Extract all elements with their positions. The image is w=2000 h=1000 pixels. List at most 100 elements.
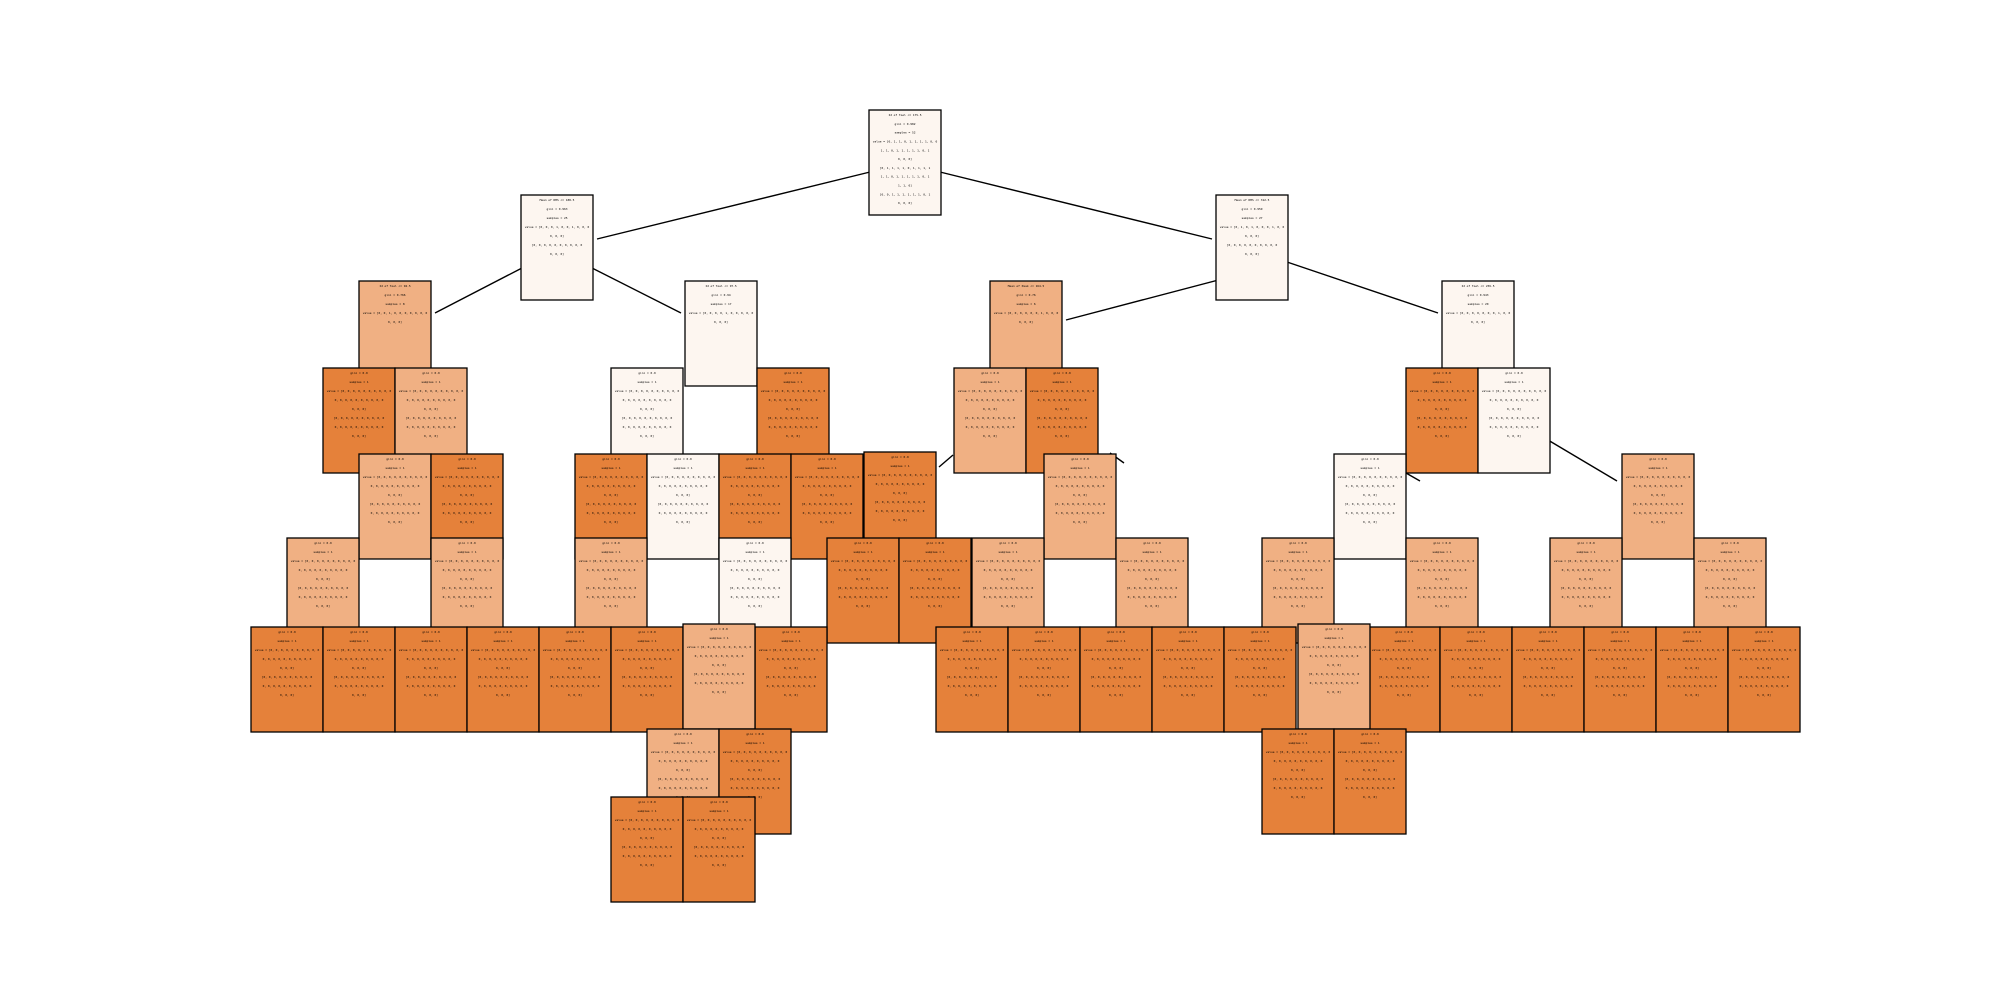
node-text-line: 0, 0, 0, 0, 0, 0, 0, 0, 0, 0 [695,827,744,831]
node-text-line: 0, 0, 0, 0, 0, 0, 0, 0, 0, 0 [623,684,672,688]
node-text-line: gini = 0.76 [1016,293,1035,297]
node-text-line: 0, 0, 0] [1651,520,1665,524]
node-text-line: 0, 0, 0] [1651,493,1665,497]
node-text-line: [0, 0, 0, 0, 0, 0, 0, 0, 0, 0 [1127,586,1178,590]
node-text-line: [0, 0, 0, 0, 0, 0, 0, 0, 0, 0 [1633,502,1684,506]
node-text-line: [0, 0, 0, 0, 0, 0, 0, 0, 0, 0 [1523,675,1574,679]
node-text-line: 0, 0, 0, 0, 0, 0, 0, 0, 0, 0 [731,568,780,572]
node-text-line: samples = 1 [1504,380,1523,384]
node-text-line: gini = 0.0 [926,541,944,545]
node-text-line: 0, 0, 0] [714,320,728,324]
node-text-line: 0, 0, 0] [1327,690,1341,694]
node-text-line: value = [0, 0, 0, 0, 0, 0, 0, 0, 0, 0 [976,559,1041,563]
node-text-line: samples = 1 [1610,639,1629,643]
node-text-line: 0, 0, 0] [983,434,997,438]
node-text-line: gini = 0.0 [999,541,1017,545]
node-text-line: 0, 0, 0, 0, 0, 0, 0, 0, 0, 0 [803,511,852,515]
tree-edge [1405,472,1421,482]
node-text-line: 0, 0, 0] [1291,795,1305,799]
node-box [1223,626,1297,733]
node-text-line: 0, 0, 0] [1109,693,1123,697]
node-text-line: 0, 0, 0] [388,320,402,324]
node-text-line: 0, 0, 0] [1145,604,1159,608]
node-text-line: samples = 1 [1052,380,1071,384]
node-text-line: 0, 0, 0, 0, 0, 0, 0, 0, 0, 0 [948,684,997,688]
node-text-line: 0, 0, 0] [748,604,762,608]
node-box [610,626,684,733]
node-text-line: value = [0, 0, 0, 0, 0, 0, 0, 0, 0, 0 [723,750,788,754]
node-text-line: 0, 0, 0, 0, 0, 0, 0, 0, 0, 0 [1164,657,1213,661]
node-text-line: value = [0, 0, 0, 0, 0, 0, 0, 0, 0, 0 [363,475,428,479]
node-text-line: [0, 0, 0, 0, 0, 0, 0, 0, 0, 0 [1451,675,1502,679]
node-text-line: gini = 0.0 [1361,457,1379,461]
node-text-line: 0, 0, 0, 0, 0, 0, 0, 0, 0, 0 [1236,657,1285,661]
node-text-line: 0, 0, 0] [550,234,564,238]
node-text-line: 0, 0, 0] [1327,663,1341,667]
node-text-line: 0, 0, 0] [1037,666,1051,670]
node-text-line: 0, 0, 0, 0, 0, 0, 0, 0, 0, 0 [1740,684,1789,688]
node-text-line: value = [0, 0, 0, 0, 0, 0, 1, 0, 0, 0 [994,311,1059,315]
node-text-line: [0, 0, 0, 0, 0, 0, 0, 0, 0, 0 [1345,502,1396,506]
node-text-line: gini = 0.0 [422,371,440,375]
node-text-line: 0, 0, 0] [893,491,907,495]
node-text-line: 0, 0, 0, 0, 0, 0, 0, 0, 0, 0 [1668,684,1717,688]
node-text-line: value = [0, 0, 0, 0, 0, 0, 0, 0, 0, 0 [831,559,896,563]
node-text-line: 0, 0, 0, 0, 0, 0, 0, 0, 0, 0 [767,684,816,688]
node-text-line: 0, 0, 0, 0, 0, 0, 0, 0, 0, 0 [1310,681,1359,685]
node-text-line: gini = 0.0 [1143,541,1161,545]
node-text-line: samples = 1 [1360,741,1379,745]
node-text-line: value = [0, 0, 0, 0, 0, 0, 0, 0, 0, 0 [1516,648,1581,652]
node-text-line: samples = 1 [1250,639,1269,643]
node-text-line: [0, 0, 0, 0, 0, 0, 0, 0, 0, 0 [406,675,457,679]
node-text-line: value = [0, 0, 0, 0, 0, 0, 0, 0, 0, 0 [1698,559,1763,563]
node-text-line: 0, 0, 0, 0, 0, 0, 0, 0, 0, 0 [1562,568,1611,572]
node-text-line: samples = 1 [349,639,368,643]
node-text-line: 0, 0, 0, 0, 0, 0, 0, 0, 0, 0 [1380,657,1429,661]
node-box [826,537,900,644]
node-text-line: value = [0, 0, 0, 0, 0, 0, 0, 0, 0, 0 [1266,559,1331,563]
node-text-line: gini = 0.963 [547,207,568,211]
node-text-line: 0, 0, 0] [1469,666,1483,670]
node-text-line: 0, 0, 0] [1181,666,1195,670]
node-text-line: 0, 0, 0] [1685,693,1699,697]
node-text-line: 0, 0, 0] [1579,604,1593,608]
node-text-line: 0, 0, 0, 0, 0, 0, 0, 0, 0, 0 [1346,511,1395,515]
node-text-line: 0, 0, 0, 0, 0, 0, 0, 0, 0, 0 [1380,684,1429,688]
node-text-line: [0, 0, 0, 0, 0, 0, 0, 0, 0, 0 [550,675,601,679]
node-text-line: [0, 0, 0, 0, 0, 0, 0, 0, 0, 0 [694,672,745,676]
node-text-line: 0, 0, 0, 0, 0, 0, 0, 0, 0, 0 [623,827,672,831]
node-text-line: value = [0, 0, 0, 0, 0, 0, 0, 0, 0, 0 [1338,750,1403,754]
node-text-line: [0, 0, 0, 0, 0, 0, 0, 0, 0, 0 [658,502,709,506]
node-text-line: 0, 0, 0] [496,693,510,697]
node-text-line: samples = 1 [349,380,368,384]
node-text-line: 0, 0, 0] [352,407,366,411]
node-text-line: 0, 0, 0] [1291,577,1305,581]
node-text-line: 0, 0, 0, 0, 0, 0, 0, 0, 0, 0 [335,684,384,688]
node-text-line: 0, 0, 0] [640,863,654,867]
node-text-line: samples = 1 [1648,466,1667,470]
node-text-line: Mean of RMS <= 312.5 [1235,198,1270,202]
node-text-line: 0, 0, 0] [1363,795,1377,799]
node-text-line: 0, 0, 0] [1001,577,1015,581]
node-text-line: value = [0, 0, 0, 0, 0, 0, 0, 0, 0, 0 [291,559,356,563]
node-text-line: gini = 0.0 [981,371,999,375]
node-text-line: gini = 0.0 [1035,630,1053,634]
node-text-line: samples = 1 [493,639,512,643]
node-text-line: 0, 0, 0, 0, 0, 0, 0, 0, 0, 0 [1740,657,1789,661]
node-text-line: samples = 1 [421,639,440,643]
